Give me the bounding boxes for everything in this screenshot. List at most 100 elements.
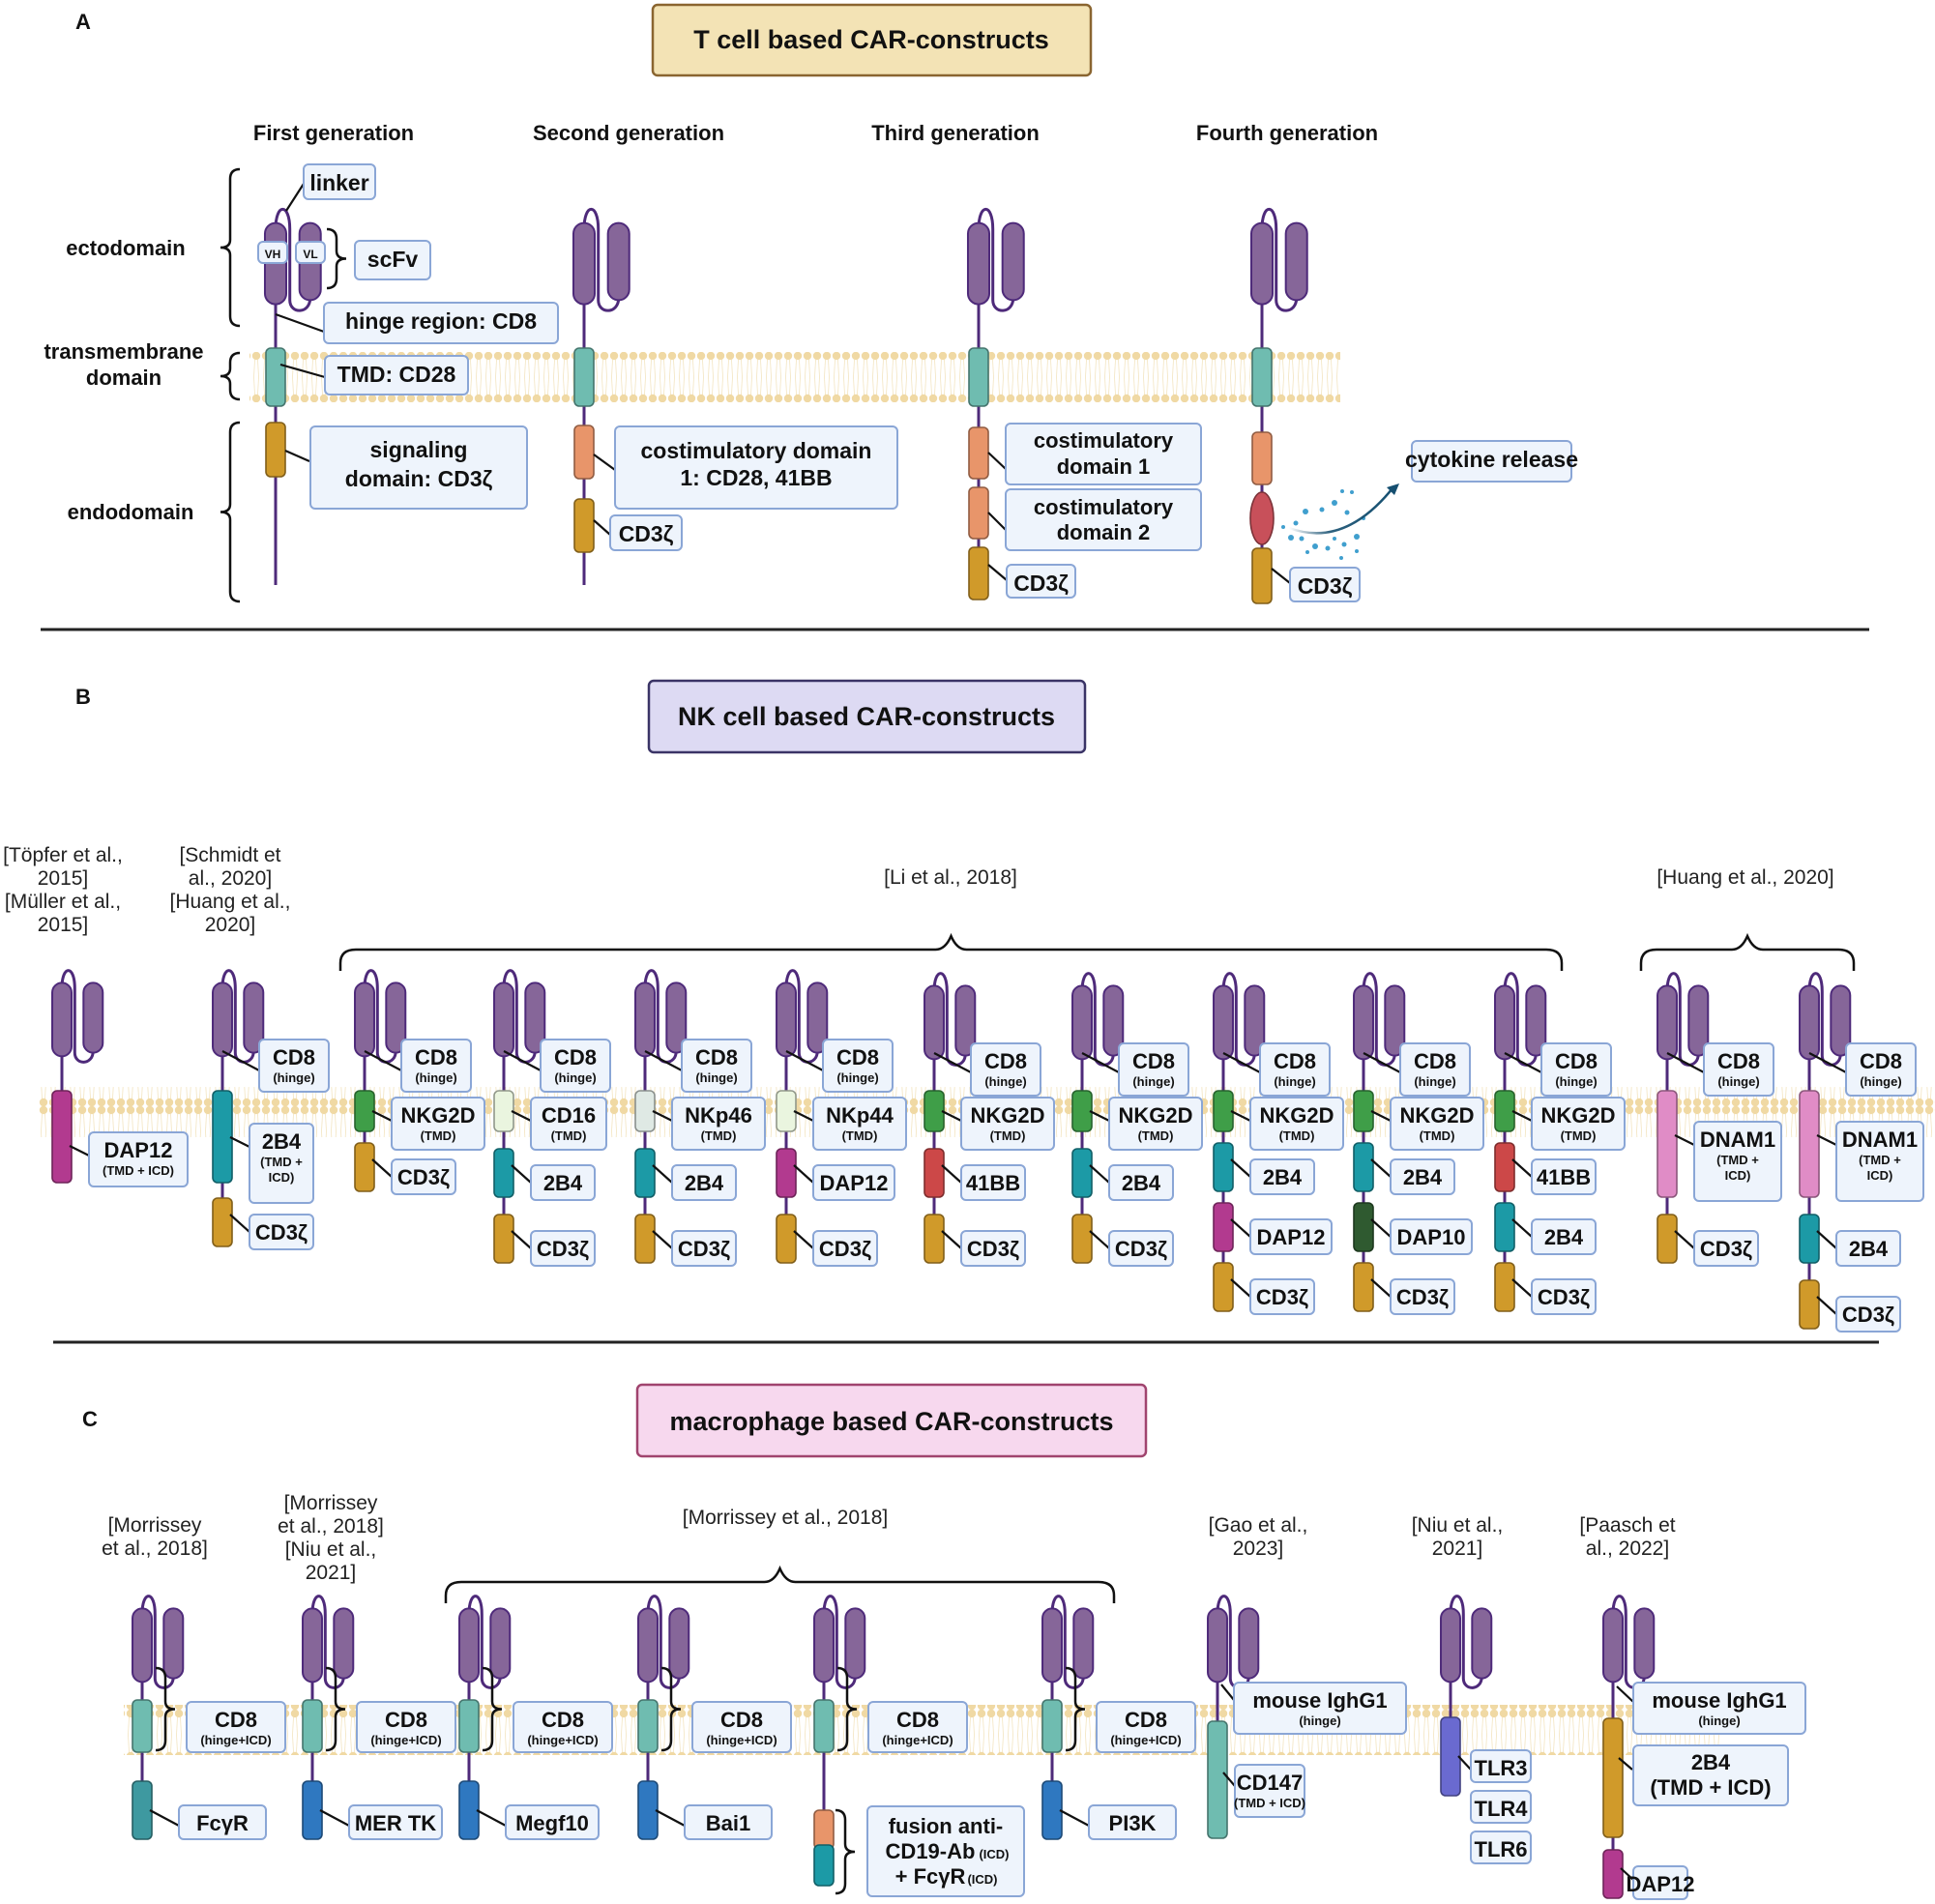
macrophage-construct: mouse IghG1(hinge)2B4(TMD + ICD)DAP12: [1602, 1595, 1806, 1900]
leader-line: [1220, 1684, 1235, 1701]
cytokine-dot: [1339, 556, 1343, 560]
leader-line: [1666, 1052, 1705, 1073]
cytokine-dot: [1288, 535, 1294, 541]
leader-line: [1222, 1052, 1261, 1073]
label-segment-subtext: (TMD): [1279, 1128, 1315, 1143]
label-icd: Megf10: [505, 1804, 600, 1840]
label-segment-box: [1390, 1158, 1455, 1195]
label-segment-text: CD3ζ: [1538, 1285, 1590, 1309]
reference-schmidt-huang: [Schmidt et: [179, 844, 280, 866]
cd8-brace: [155, 1666, 176, 1752]
label-cd8-text: CD8: [720, 1708, 763, 1732]
label-hinge-box: [1399, 1042, 1471, 1097]
label-cd8-text: CD8: [215, 1708, 257, 1732]
label-cd8-box: [1096, 1701, 1196, 1753]
label-icd-box: [348, 1804, 443, 1840]
scfv-icon: [51, 969, 104, 1064]
label-hinge-subtext: (hinge): [836, 1070, 878, 1085]
label-hinge-box: [681, 1039, 752, 1093]
label-segment-text: 2B4: [543, 1171, 583, 1195]
scfv-icon: [132, 1595, 185, 1689]
label-segment: 2B4: [1108, 1164, 1174, 1201]
label-cd3z: CD3ζ: [1289, 567, 1361, 602]
label-segment-text: DNAM1: [1842, 1128, 1918, 1152]
label-signaling-box: [309, 425, 528, 510]
label-cd8: CD8(hinge+ICD): [691, 1701, 792, 1753]
segment-nkg2d: [354, 1090, 375, 1132]
vl-domain: [1102, 984, 1125, 1057]
vh-domain: [51, 981, 73, 1058]
reference-morrissey: et al., 2018]: [102, 1538, 208, 1560]
label-segment-text: CD3ζ: [1700, 1237, 1752, 1261]
leader-line: [1504, 1052, 1542, 1073]
reference-morrissey-2018: [Morrissey et al., 2018]: [683, 1507, 888, 1529]
label-hinge-box: [323, 302, 559, 344]
label-hinge-subtext: (hinge): [1555, 1074, 1597, 1089]
leader-line: [987, 512, 1007, 531]
label-tlr6-text: TLR6: [1475, 1837, 1528, 1861]
leader-line: [652, 1230, 673, 1249]
label-cd8-subtext: (hinge+ICD): [1110, 1733, 1181, 1747]
label-segment-box: [1390, 1278, 1455, 1315]
leader-line: [1230, 1278, 1251, 1298]
label-segment-text: CD3ζ: [1842, 1303, 1894, 1327]
leader-line: [1511, 1110, 1533, 1122]
leader-line: [1370, 1110, 1392, 1122]
label-hinge-text: CD8: [984, 1049, 1027, 1073]
costim-segment: [1251, 431, 1273, 485]
fusion-brace: [835, 1808, 856, 1895]
label-segment: 2B4(TMD +ICD): [249, 1123, 314, 1204]
vh-domain: [1353, 984, 1374, 1061]
segment-cd3z: [1071, 1214, 1093, 1264]
label-signaling-text: domain: CD3ζ: [345, 466, 493, 491]
panel-a-title: T cell based CAR-constructs: [693, 25, 1049, 54]
label-segment-box: [530, 1097, 607, 1151]
leader-line: [793, 1230, 814, 1249]
nk-construct: DAP12(TMD + ICD): [51, 969, 189, 1187]
panel-c: C macrophage based CAR-constructs [Morri…: [82, 1383, 1806, 1900]
panel-c-title: macrophage based CAR-constructs: [669, 1407, 1113, 1436]
linker-loop: [467, 1595, 502, 1689]
label-fusion-tag: (ICD): [979, 1847, 1009, 1861]
label-costim1-text: costimulatory: [1034, 428, 1174, 453]
vl-domain: [1830, 984, 1852, 1057]
label-segment-text: 2B4: [262, 1129, 302, 1154]
vh-domain: [458, 1607, 480, 1684]
reference-gao: [Gao et al.,: [1209, 1514, 1308, 1537]
label-segment-subtext: (TMD): [1420, 1128, 1455, 1143]
label-tlr6-box: [1470, 1831, 1532, 1864]
label-cd3z-text: CD3ζ: [1298, 573, 1353, 599]
costim-segment: [573, 425, 595, 480]
label-segment-text: NKG2D: [1118, 1103, 1192, 1128]
label-cd8-box: [356, 1701, 456, 1753]
vl-domain: [333, 1607, 355, 1680]
leader-line: [511, 1230, 532, 1249]
leader-line: [1089, 1110, 1110, 1122]
label-cd147-subtext: (TMD + ICD): [1234, 1796, 1305, 1810]
label-segment-subtext: (TMD + ICD): [103, 1163, 174, 1178]
icd-segment: [1041, 1780, 1063, 1840]
icd-segment: [458, 1780, 480, 1840]
label-segment: CD3ζ: [1249, 1278, 1315, 1315]
leader-line: [652, 1110, 673, 1122]
label-hinge-text: CD8: [273, 1045, 315, 1069]
label-hinge-subtext: (hinge): [1132, 1074, 1174, 1089]
linker-loop: [1260, 208, 1299, 312]
label-segment-box: [1835, 1230, 1901, 1267]
label-scfv: scFv: [354, 240, 431, 280]
cytokine-dot: [1299, 536, 1305, 542]
label-dap12: DAP12: [1627, 1865, 1694, 1900]
label-hinge-subtext: (hinge): [984, 1074, 1026, 1089]
label-segment-text: 2B4: [1122, 1171, 1161, 1195]
label-hinge-subtext: (hinge): [273, 1070, 314, 1085]
cytokine-dot: [1354, 534, 1360, 540]
region-label-transmembrane: transmembrane: [44, 339, 203, 364]
endodomain-brace: [220, 421, 241, 603]
label-segment-text: CD3ζ: [537, 1237, 589, 1261]
label-segment: CD3ζ: [1693, 1230, 1759, 1267]
leader-line: [275, 312, 325, 334]
